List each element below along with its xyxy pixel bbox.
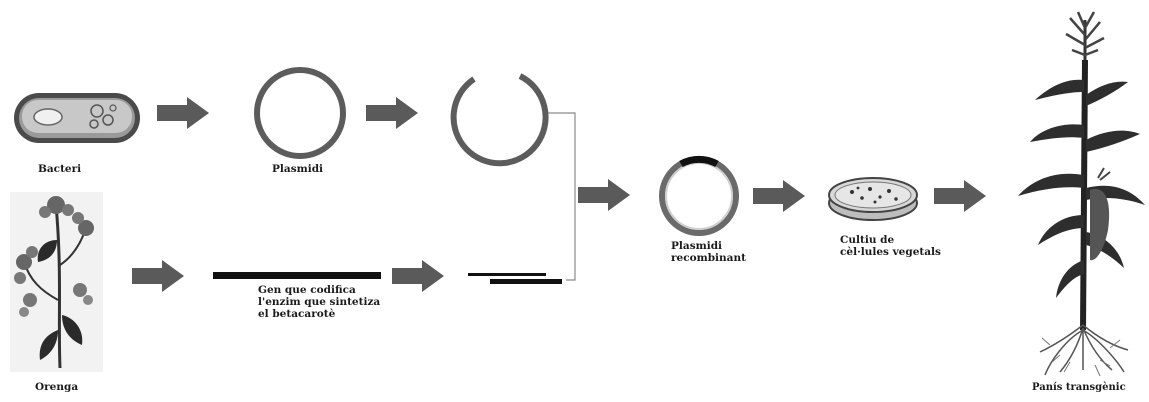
arrow-icon: [366, 97, 418, 129]
gene-fragment-icon: [468, 273, 562, 284]
junction-bracket: [548, 112, 576, 281]
arrow-icon: [392, 260, 444, 292]
recombinant-plasmid-label-line-2: recombinant: [671, 252, 746, 264]
recombinant-plasmid-label-line-1: Plasmidi: [671, 240, 723, 252]
gene-label-line-1: Gen que codifica: [258, 284, 356, 296]
arrow-icon: [157, 97, 209, 129]
cell-culture-label: Cultiu de cèl·lules vegetals: [840, 234, 941, 258]
arrow-icon: [934, 180, 986, 212]
arrow-icon: [753, 180, 805, 212]
petri-dish-icon: [828, 177, 918, 221]
recombinant-plasmid-icon: [659, 155, 739, 236]
cell-culture-label-line-1: Cultiu de: [840, 234, 895, 246]
arrow-icon: [578, 179, 630, 211]
orange-plant-label: Orenga: [35, 381, 79, 393]
recombinant-plasmid-label: Plasmidi recombinant: [671, 240, 746, 264]
plasmid-ring-icon: [254, 67, 346, 159]
gene-label: Gen que codifica l'enzim que sintetiza e…: [258, 284, 380, 320]
transgenic-corn-label: Panís transgènic: [1032, 382, 1126, 393]
plasmid-label: Plasmidi: [272, 163, 324, 175]
cut-plasmid-icon: [450, 73, 549, 167]
gene-label-line-3: el betacarotè: [258, 308, 336, 320]
orange-plant-icon: [10, 192, 103, 372]
gene-label-line-2: l'enzim que sintetiza: [258, 296, 381, 308]
bacteria-label: Bacteri: [38, 163, 82, 175]
bacteria-icon: [14, 93, 140, 143]
cell-culture-label-line-2: cèl·lules vegetals: [840, 246, 941, 258]
arrow-icon: [132, 260, 184, 292]
corn-plant-icon: [1018, 11, 1145, 377]
gene-dna-bar: [213, 272, 381, 279]
